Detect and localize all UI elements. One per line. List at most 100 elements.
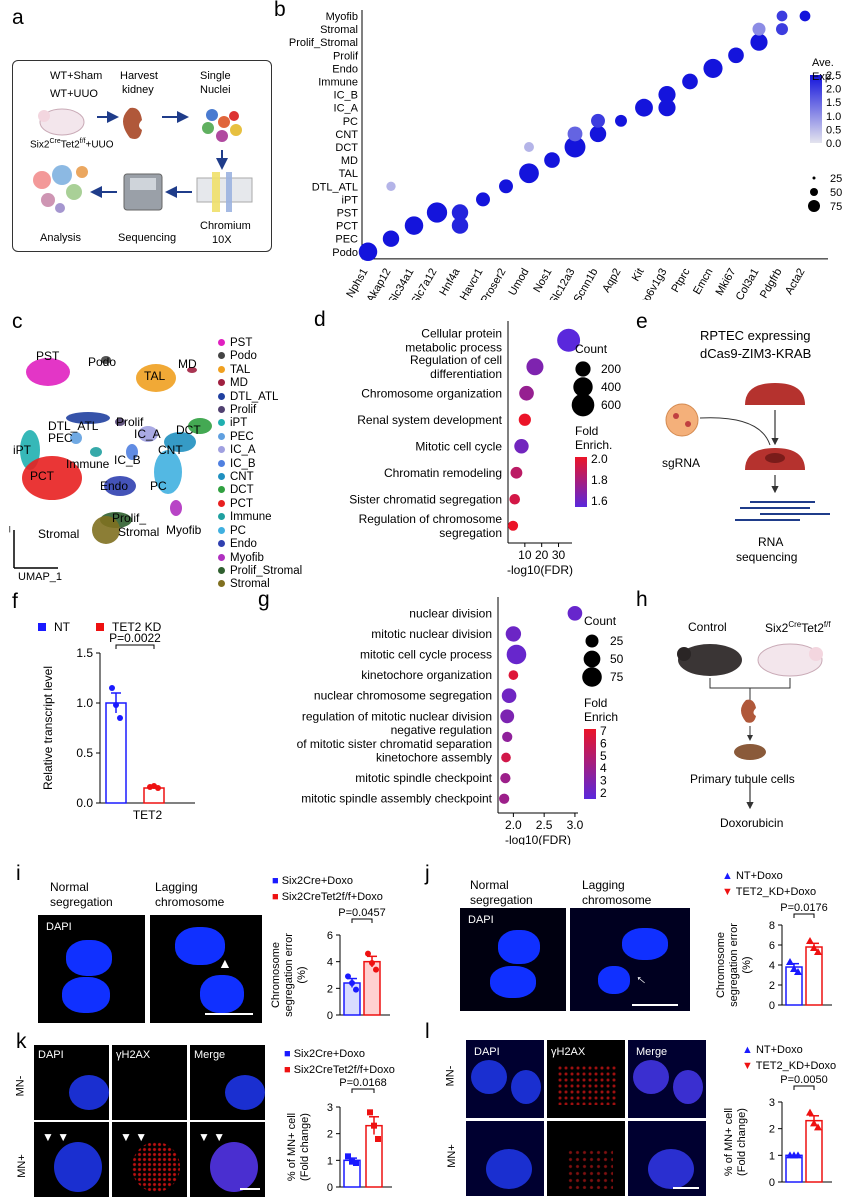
p-value: P=0.0457: [338, 907, 385, 919]
umap-cluster: [66, 412, 110, 424]
umap-cluster: [164, 432, 196, 452]
go-term-label: Sister chromatid segregation: [349, 492, 502, 506]
y-axis-label: segregation error: [283, 933, 295, 1017]
panel-e-label: e: [636, 310, 648, 333]
panel-h-genotype: Six2CreTet2f/f: [765, 620, 831, 635]
panel-j-image-lagging: ←: [570, 908, 690, 1011]
umap-cluster-label: PEC: [48, 431, 73, 445]
go-bubble: [501, 752, 511, 763]
umap-cluster: [101, 356, 111, 364]
colorbar-tick: 2.0: [591, 452, 608, 466]
legend-label: TET2 KD: [112, 620, 162, 634]
cell-type-label: PST: [337, 208, 359, 220]
legend-label: Myofib: [230, 551, 264, 564]
y-tick-label: 0.5: [76, 746, 93, 760]
p-value: P=0.0050: [780, 1074, 827, 1086]
dot: [358, 242, 378, 262]
umap-cluster: [90, 447, 102, 457]
panel-l-merge-mn-neg: Merge: [628, 1040, 706, 1118]
dot: [750, 33, 768, 51]
panel-a-nuclei: Nuclei: [200, 84, 231, 96]
go-term-label: regulation of mitotic nuclear division: [302, 709, 492, 723]
umap-cluster: [22, 456, 82, 500]
cell-type-label: Immune: [318, 77, 358, 89]
panel-i-col2a: Lagging: [155, 880, 198, 894]
umap-cluster: [136, 364, 176, 392]
umap-cluster-label: Prolif_: [112, 511, 146, 525]
panel-k-dapi-mn-neg: DAPI: [34, 1045, 109, 1120]
umap-cluster-label: PST: [36, 349, 60, 363]
data-point: [375, 1136, 381, 1142]
panel-h-control: Control: [688, 620, 727, 634]
go-term-label: differentiation: [430, 367, 502, 381]
gene-label: Pdgfrb: [758, 266, 785, 300]
scale-bar: [205, 1013, 253, 1015]
y-tick-label: 6: [327, 930, 333, 942]
go-term-label: segregation: [439, 526, 502, 540]
go-bubble: [510, 466, 523, 479]
dot: [591, 113, 605, 128]
panel-b-dotplot: MyofibStromalProlif_StromalProlifEndoImm…: [289, 10, 842, 300]
panel-a-label: a: [12, 6, 24, 29]
go-bubble: [557, 328, 581, 352]
data-point: [349, 1158, 355, 1165]
dot: [776, 10, 788, 22]
legend-item: iPT: [218, 417, 302, 430]
y-tick-label: 8: [769, 920, 775, 932]
cell-type-label: Myofib: [326, 11, 358, 23]
umap-thumbnail-icon: [33, 165, 88, 213]
legend-swatch: [38, 623, 46, 631]
go-term-label: mitotic spindle checkpoint: [355, 771, 492, 785]
dot: [524, 142, 534, 152]
umap-cluster: [188, 418, 212, 434]
colorbar-tick: 7: [600, 724, 607, 738]
dot: [703, 58, 723, 78]
size-legend-dot: [812, 176, 816, 180]
arrowhead-icon: ▲: [218, 955, 232, 971]
go-bubble: [501, 688, 517, 704]
legend-label: Podo: [230, 350, 257, 363]
size-legend-dot: [585, 634, 599, 648]
dot: [564, 136, 586, 158]
panel-a-chromium: Chromium: [200, 220, 251, 232]
panel-j-legend2: ▼ TET2_KD+Doxo: [722, 886, 817, 898]
panel-e-sgrna: sgRNA: [662, 456, 701, 470]
legend-swatch: [96, 623, 104, 631]
umap-cluster-label: Myofib: [166, 523, 202, 537]
size-legend-dot: [575, 361, 591, 377]
panel-j-col2a: Lagging: [582, 878, 625, 892]
size-legend-tick: 25: [610, 634, 624, 648]
y-tick-label: 0: [327, 1182, 333, 1194]
panel-l-h2ax-mn-pos: [547, 1121, 625, 1196]
legend-label: iPT: [230, 417, 248, 430]
panel-k-legend2: ■ Six2CreTet2f/f+Doxo: [284, 1064, 395, 1076]
panel-k-label: k: [16, 1030, 27, 1053]
legend-swatch: [218, 553, 225, 561]
cell-type-label: Prolif: [333, 50, 359, 62]
scale-bar: [240, 1188, 260, 1190]
go-bubble: [526, 358, 544, 376]
legend-label: IC_A: [230, 444, 256, 457]
data-point: [109, 685, 115, 691]
scale-bar: [673, 1187, 699, 1189]
p-value: P=0.0022: [109, 631, 161, 645]
panel-a-box: [12, 60, 272, 252]
panel-e-graphic: [665, 383, 830, 521]
panel-a-harvest: Harvest: [120, 70, 158, 82]
legend-item: Stromal: [218, 578, 302, 591]
arrowhead-icon: ▼ ▼: [42, 1130, 70, 1144]
panel-l-row2: MN+: [445, 1144, 458, 1168]
panel-i-legend2: ■ Six2CreTet2f/f+Doxo: [272, 891, 383, 903]
control-mouse-icon: [678, 644, 742, 676]
go-term-label: negative regulation: [391, 723, 492, 737]
umap-cluster-label: IC_A: [134, 427, 161, 441]
panel-k-row2: MN+: [15, 1154, 28, 1178]
go-term-label: mitotic spindle assembly checkpoint: [301, 792, 492, 806]
dot: [589, 125, 607, 143]
dot: [476, 192, 490, 207]
data-point: [373, 966, 379, 973]
data-point: [365, 950, 371, 957]
